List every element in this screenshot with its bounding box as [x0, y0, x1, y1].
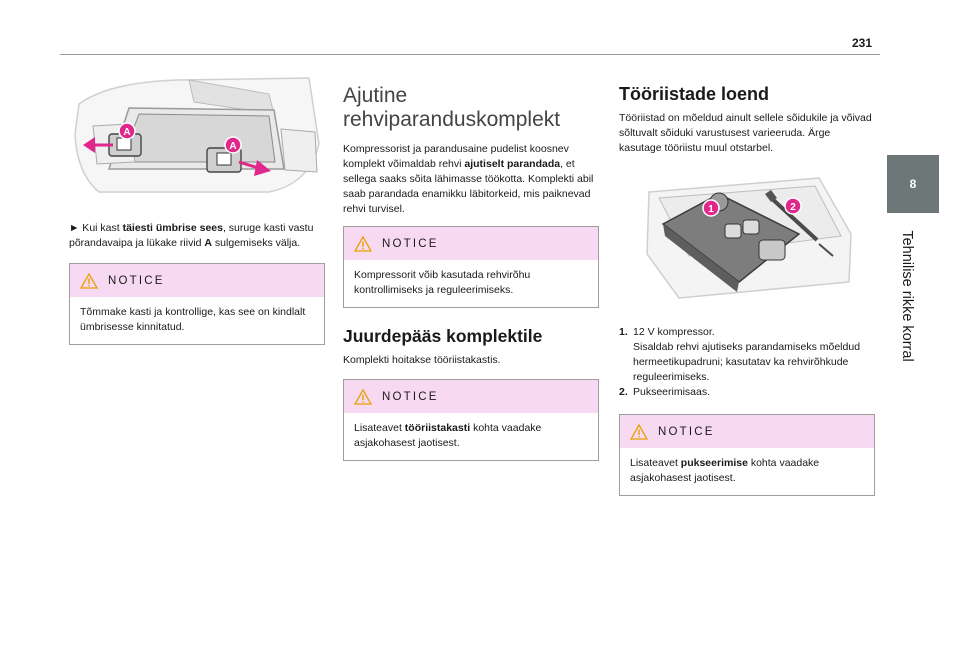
notice-label: NOTICE: [382, 237, 439, 250]
kit-intro-bold: ajutiselt parandada: [464, 158, 561, 170]
notice-box-towing: NOTICE Lisateavet pukseerimise kohta vaa…: [619, 414, 875, 496]
list-item: 1. 12 V kompressor. Sisaldab rehvi ajutis…: [619, 325, 875, 385]
chapter-tab: 8: [887, 155, 939, 213]
instruction-bold: täiesti ümbrise sees: [122, 222, 223, 234]
instruction-rest: , suruge kasti vastu põrandavaipa ja lük…: [69, 222, 314, 249]
header-rule: [60, 54, 880, 55]
section-title-line1: Ajutine: [343, 84, 408, 107]
notice-bold: pukseerimise: [680, 457, 748, 469]
list-item: 2. Pukseerimisaas.: [619, 385, 875, 400]
list-item-number: 1.: [619, 326, 628, 338]
section-title-line2: rehviparanduskomplekt: [343, 108, 561, 131]
figure-callout-a1: A: [123, 127, 130, 138]
notice-bold: tööriistakasti: [404, 422, 471, 434]
notice-text: Tõmmake kasti ja kontrollige, kas see on…: [80, 306, 306, 333]
notice-post: kohta vaadake asjakohasest jaotisest.: [630, 457, 820, 484]
notice-box: NOTICE Tõmmake kasti ja kontrollige, kas…: [69, 263, 325, 345]
access-heading: Juurdepääs komplektile: [343, 326, 543, 346]
notice-header: NOTICE: [620, 415, 874, 448]
tools-heading: Tööriistade loend: [619, 84, 770, 104]
notice-text: Lisateavet tööriistakasti kohta vaadake …: [344, 413, 598, 460]
list-item-description: Sisaldab rehvi ajutiseks parandamiseks m…: [633, 341, 861, 383]
notice-post: kohta vaadake asjakohasest jaotisest.: [354, 422, 542, 449]
warning-icon: [80, 272, 98, 289]
figure-callout-2: 2: [790, 202, 796, 213]
warning-icon: [630, 423, 648, 440]
toolbox-figure: 1 2: [646, 177, 852, 299]
list-item-text: 12 V kompressor. Sisaldab rehvi ajutiseks…: [633, 325, 875, 385]
instruction-text: ► Kui kast täiesti ümbrise sees, suruge …: [69, 221, 325, 251]
notice-label: NOTICE: [382, 390, 439, 403]
instruction-end: sulgemiseks välja.: [212, 237, 301, 249]
list-item-title: 12 V kompressor.: [633, 326, 715, 338]
page-number: 231: [851, 36, 872, 50]
notice-header: NOTICE: [70, 264, 324, 297]
figure-callout-a2: A: [229, 141, 236, 152]
storage-box-figure: A A: [74, 77, 320, 193]
tools-list: 1. 12 V kompressor. Sisaldab rehvi ajutis…: [619, 325, 875, 400]
chapter-title-text: Tehnilise rikke korral: [899, 230, 915, 362]
figure-callout-1: 1: [708, 204, 714, 215]
notice-pre: Lisateavet: [354, 422, 405, 434]
notice-box-compressor: NOTICE Kompressorit võib kasutada rehvir…: [343, 226, 599, 308]
notice-pre: Lisateavet: [630, 457, 681, 469]
notice-label: NOTICE: [108, 274, 165, 287]
notice-text: Kompressorit võib kasutada rehvirõhu kon…: [354, 269, 531, 296]
notice-header: NOTICE: [344, 380, 598, 413]
access-text: Komplekti hoitakse tööriistakastis.: [343, 354, 501, 366]
notice-text: Lisateavet pukseerimise kohta vaadake as…: [620, 448, 874, 495]
kit-intro-post: , et sellega saaks sõita lähimasse tööko…: [343, 158, 594, 215]
tools-intro: Tööriistad on mõeldud ainult sellele sõi…: [619, 112, 872, 154]
right-column: Tööriistade loend Tööriistad on mõeldud …: [619, 74, 875, 496]
notice-header: NOTICE: [344, 227, 598, 260]
section-title: Ajutine rehviparanduskomplekt: [343, 84, 599, 132]
chapter-number: 8: [909, 177, 917, 191]
notice-box-toolbox: NOTICE Lisateavet tööriistakasti kohta v…: [343, 379, 599, 461]
middle-column: Ajutine rehviparanduskomplekt Kompressor…: [343, 74, 599, 461]
instruction-prefix: ► Kui kast: [69, 222, 123, 234]
list-item-title: Pukseerimisaas.: [633, 386, 711, 398]
kit-intro-text: Kompressorist ja parandusaine pudelist k…: [343, 142, 599, 217]
kit-intro-pre: Kompressorist ja parandusaine pudelist k…: [343, 143, 569, 170]
warning-icon: [354, 388, 372, 405]
notice-label: NOTICE: [658, 425, 715, 438]
instruction-bold-latch: A: [204, 237, 213, 249]
warning-icon: [354, 235, 372, 252]
list-item-number: 2.: [619, 386, 628, 398]
left-column: A A ► Kui kast täiesti ümbrise sees, sur…: [69, 74, 325, 345]
